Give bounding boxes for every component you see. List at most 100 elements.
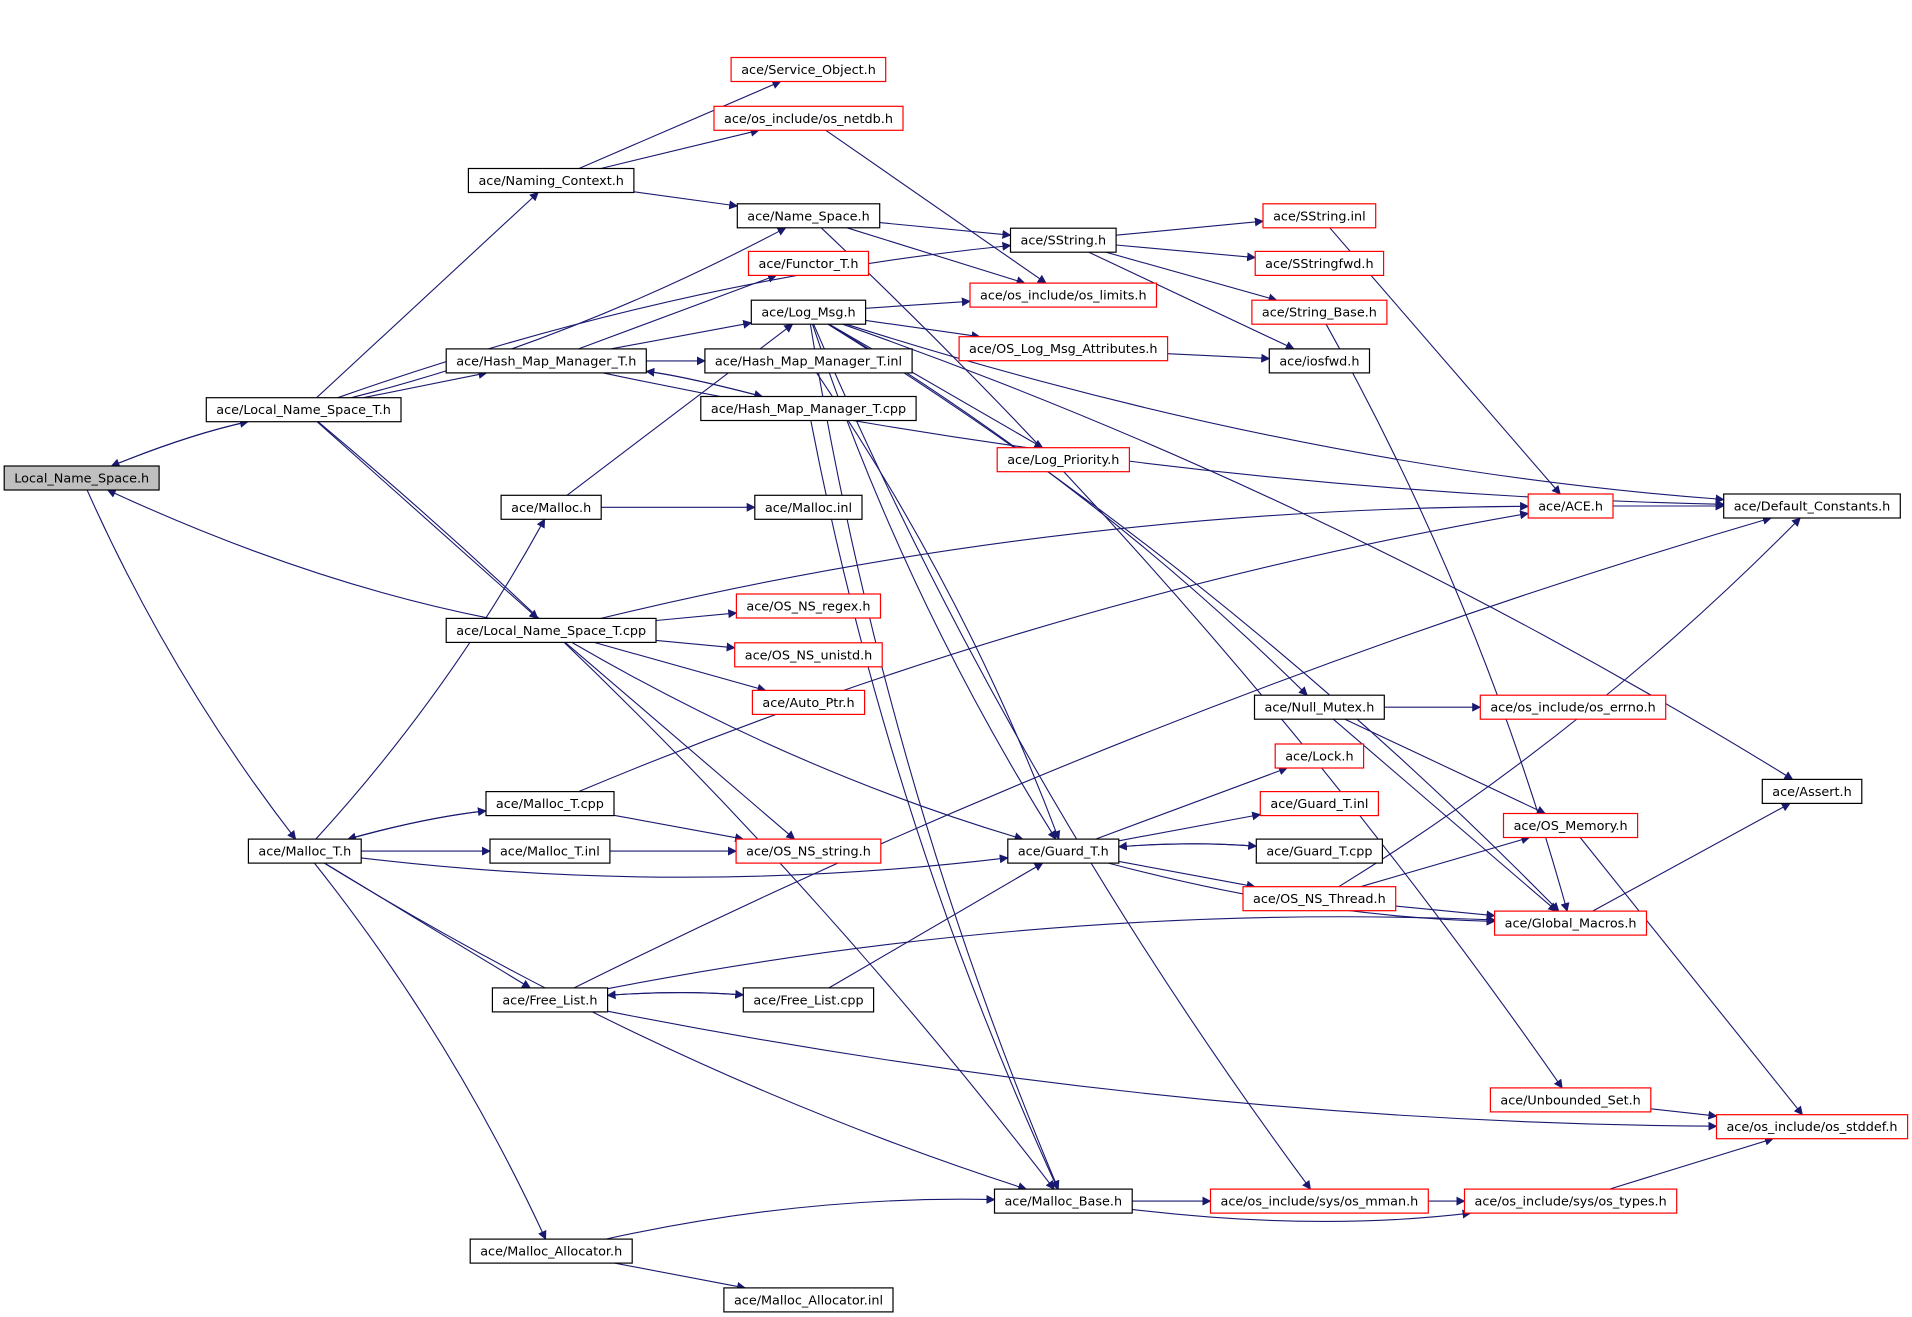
edge-free_list_h-to-global_macros	[607, 915, 1496, 990]
node-hash-mgr-inl[interactable]: ace/Hash_Map_Manager_T.inl	[704, 348, 913, 374]
node-label: ace/Malloc_Allocator.h	[480, 1245, 622, 1260]
node-os-log-attr[interactable]: ace/OS_Log_Msg_Attributes.h	[958, 336, 1169, 362]
node-hash-mgr-cpp[interactable]: ace/Hash_Map_Manager_T.cpp	[700, 395, 917, 422]
node-label: ace/OS_Memory.h	[1514, 819, 1628, 834]
node-box	[735, 593, 882, 619]
edge-malloc_alloc_h-to-malloc_alloc_inl	[614, 1262, 747, 1291]
node-lnst-cpp[interactable]: ace/Local_Name_Space_T.cpp	[445, 617, 657, 644]
edge-free_list_h-to-default_const	[573, 515, 1772, 989]
node-log-priority[interactable]: ace/Log_Priority.h	[996, 447, 1131, 473]
node-os-netdb[interactable]: ace/os_include/os_netdb.h	[713, 105, 904, 131]
edge-free_list_h-to-os_stddef	[607, 1010, 1718, 1131]
node-box	[723, 1287, 894, 1313]
node-box	[754, 494, 863, 520]
node-name-space[interactable]: ace/Name_Space.h	[736, 203, 881, 229]
edge-lnst_cpp-to-auto_ptr	[593, 641, 767, 693]
node-log-msg[interactable]: ace/Log_Msg.h	[750, 299, 867, 325]
edge-sstring_h-to-iosfwd	[1088, 251, 1295, 350]
node-sstringfwd[interactable]: ace/SStringfwd.h	[1254, 250, 1385, 276]
node-label: ace/Guard_T.cpp	[1266, 845, 1372, 860]
edge-hash_mgr_h-to-hash_mgr_cpp	[646, 370, 764, 399]
node-label: ace/SStringfwd.h	[1265, 257, 1373, 272]
node-label: ace/Log_Msg.h	[761, 306, 855, 321]
edge-lnst_cpp-to-os_ns_unistd	[656, 639, 736, 652]
edge-malloc_h-to-log_msg	[566, 323, 794, 496]
node-malloc-h[interactable]: ace/Malloc.h	[500, 494, 602, 520]
node-box	[1242, 886, 1397, 912]
node-naming-ctx[interactable]: ace/Naming_Context.h	[467, 167, 635, 194]
node-os-errno[interactable]: ace/os_include/os_errno.h	[1479, 694, 1667, 720]
node-os-mman[interactable]: ace/os_include/sys/os_mman.h	[1209, 1188, 1429, 1214]
node-os-ns-string[interactable]: ace/OS_NS_string.h	[735, 838, 882, 864]
node-label: ace/Free_List.h	[502, 993, 597, 1008]
node-malloc-inl[interactable]: ace/Malloc.inl	[754, 494, 863, 520]
node-box	[1254, 250, 1385, 276]
node-box	[1761, 778, 1863, 805]
node-guard-t-inl[interactable]: ace/Guard_T.inl	[1259, 790, 1380, 817]
node-string-base[interactable]: ace/String_Base.h	[1251, 299, 1388, 325]
node-guard-t-cpp[interactable]: ace/Guard_T.cpp	[1255, 838, 1384, 864]
node-label: ace/os_include/os_netdb.h	[724, 112, 893, 127]
node-os-types[interactable]: ace/os_include/sys/os_types.h	[1463, 1188, 1678, 1214]
node-box	[1253, 694, 1385, 720]
node-malloc-alloc-h[interactable]: ace/Malloc_Allocator.h	[469, 1238, 633, 1264]
node-os-stddef[interactable]: ace/os_include/os_stddef.h	[1715, 1114, 1909, 1140]
node-service-obj[interactable]: ace/Service_Object.h	[730, 56, 887, 83]
node-malloc-base[interactable]: ace/Malloc_Base.h	[993, 1188, 1133, 1214]
node-box	[750, 299, 867, 325]
node-malloc-t-inl[interactable]: ace/Malloc_T.inl	[489, 838, 611, 864]
node-guard-t-h[interactable]: ace/Guard_T.h	[1007, 838, 1120, 864]
edge-os_netdb-to-os_limits	[825, 129, 1047, 284]
node-os-limits[interactable]: ace/os_include/os_limits.h	[969, 282, 1158, 308]
node-label: ace/Assert.h	[1772, 785, 1851, 800]
node-label: ace/Name_Space.h	[747, 209, 869, 224]
node-lock-h[interactable]: ace/Lock.h	[1274, 743, 1365, 769]
node-malloc-alloc-inl[interactable]: ace/Malloc_Allocator.inl	[723, 1287, 894, 1313]
node-hash-mgr-h[interactable]: ace/Hash_Map_Manager_T.h	[445, 348, 647, 374]
node-sstring-inl[interactable]: ace/SString.inl	[1262, 203, 1377, 229]
edge-naming_ctx-to-service_obj	[578, 80, 782, 170]
edge-log_msg-to-os_log_attr	[865, 319, 981, 341]
node-label: ace/OS_NS_regex.h	[746, 600, 870, 615]
node-box	[445, 617, 657, 644]
edge-guard_t_h-to-os_ns_thread	[1118, 860, 1256, 890]
node-box	[736, 203, 881, 229]
node-box	[1479, 694, 1667, 720]
edge-name_space-to-sstring_h	[879, 222, 1012, 239]
edge-log_msg-to-global_macros	[827, 323, 1560, 912]
node-box	[747, 250, 870, 276]
node-lnst-h[interactable]: ace/Local_Name_Space_T.h	[205, 397, 402, 423]
node-global-macros[interactable]: ace/Global_Macros.h	[1493, 910, 1648, 936]
node-malloc-t-cpp[interactable]: ace/Malloc_T.cpp	[485, 790, 615, 817]
edge-log_msg-to-malloc_base	[809, 324, 1060, 1190]
node-ace-h[interactable]: ace/ACE.h	[1527, 493, 1614, 519]
node-label: ace/os_include/os_stddef.h	[1726, 1120, 1897, 1135]
node-unbounded-set[interactable]: ace/Unbounded_Set.h	[1489, 1087, 1652, 1113]
node-free-list-h[interactable]: ace/Free_List.h	[491, 987, 609, 1013]
node-os-ns-unistd[interactable]: ace/OS_NS_unistd.h	[734, 642, 883, 668]
node-box	[445, 348, 647, 374]
edge-naming_ctx-to-name_space	[633, 191, 739, 210]
node-box	[1502, 812, 1639, 839]
node-os-ns-regex[interactable]: ace/OS_NS_regex.h	[735, 593, 882, 619]
node-box	[993, 1188, 1133, 1214]
edge-root-to-lnst_h	[111, 419, 249, 467]
edge-lnst_h-to-root	[110, 421, 249, 468]
node-auto-ptr[interactable]: ace/Auto_Ptr.h	[751, 689, 866, 716]
node-label: ace/os_include/os_limits.h	[980, 289, 1147, 304]
node-default-const[interactable]: ace/Default_Constants.h	[1723, 493, 1901, 519]
edge-root-to-malloc_t_h	[86, 489, 297, 840]
node-null-mutex[interactable]: ace/Null_Mutex.h	[1253, 694, 1385, 720]
node-sstring-h[interactable]: ace/SString.h	[1009, 227, 1117, 253]
node-iosfwd[interactable]: ace/iosfwd.h	[1268, 348, 1371, 374]
edge-name_space-to-os_limits	[846, 227, 1026, 285]
node-os-memory[interactable]: ace/OS_Memory.h	[1502, 812, 1639, 839]
node-root: Local_Name_Space.h	[3, 465, 160, 491]
node-malloc-t-h[interactable]: ace/Malloc_T.h	[247, 838, 362, 864]
node-box	[1723, 493, 1901, 519]
node-assert-h[interactable]: ace/Assert.h	[1761, 778, 1863, 805]
node-free-list-cpp[interactable]: ace/Free_List.cpp	[742, 987, 875, 1013]
node-os-ns-thread[interactable]: ace/OS_NS_Thread.h	[1242, 886, 1397, 912]
node-box	[1527, 493, 1614, 519]
node-functor[interactable]: ace/Functor_T.h	[747, 250, 870, 276]
